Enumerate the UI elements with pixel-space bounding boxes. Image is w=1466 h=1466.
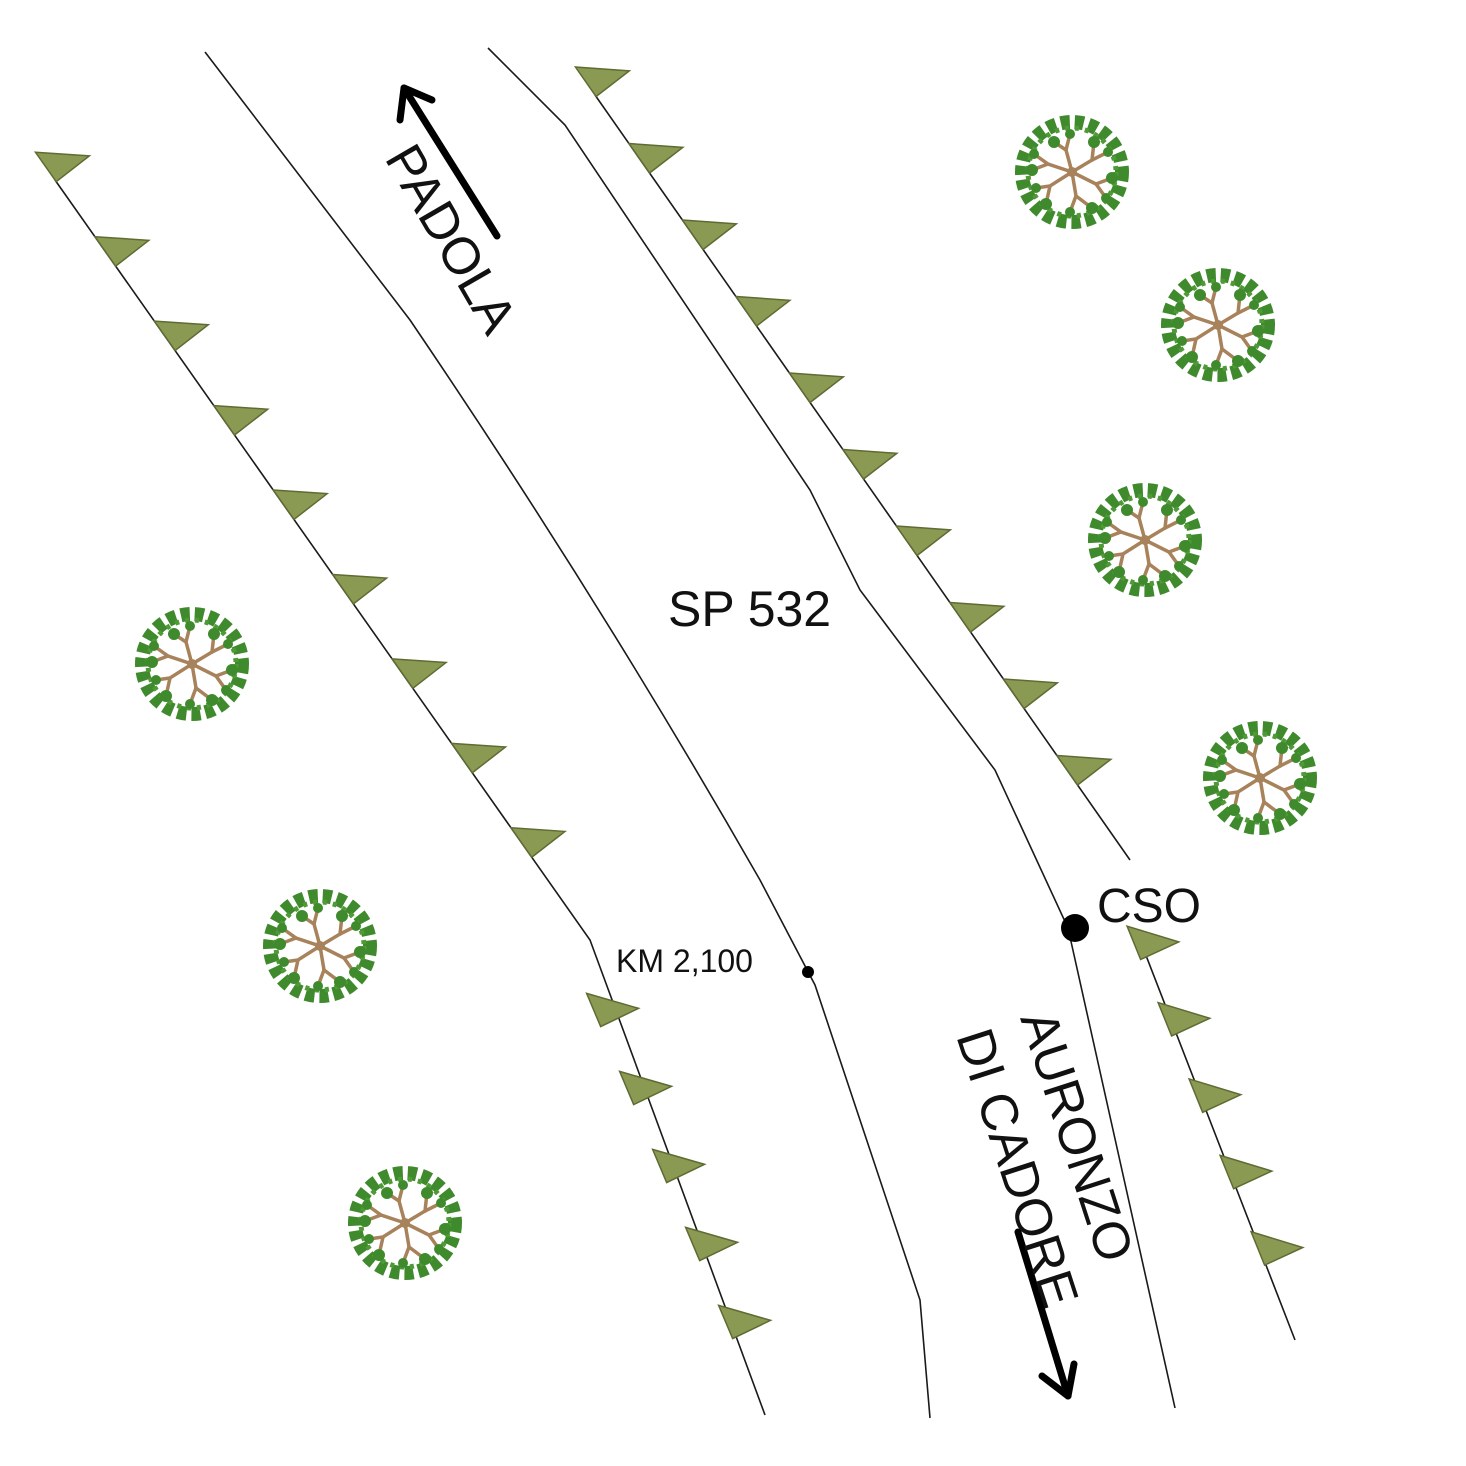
point-marker-label: CSO — [1097, 880, 1201, 933]
embankment-triangle-icon — [33, 151, 92, 183]
embankment-triangle-icon — [894, 525, 953, 557]
embankment-triangle-icon — [948, 601, 1006, 634]
embankment-triangle-icon — [717, 1304, 773, 1340]
left-embankment-line — [54, 179, 766, 1416]
embankment-triangle-icon — [627, 142, 685, 175]
direction-arrow-icon — [1014, 1228, 1078, 1400]
embankment-triangle-icon — [573, 66, 632, 98]
embankment-triangle-icon — [331, 573, 389, 605]
tree-symbol-icon — [355, 1173, 455, 1273]
road-left-edge — [204, 51, 931, 1419]
embankment-triangle-icon — [680, 219, 739, 251]
embankment-triangle-icon — [271, 489, 330, 521]
embankment-triangle-icon — [93, 235, 151, 268]
left-embankment-triangles — [33, 151, 567, 859]
embankment-triangle-icon — [841, 448, 899, 481]
tree-symbol-icon — [1022, 122, 1122, 222]
embankment-triangle-icon — [684, 1226, 740, 1262]
tree-symbol-icon — [270, 896, 370, 996]
tree-symbol-icon — [1210, 728, 1310, 828]
embankment-triangle-icon — [1125, 924, 1181, 961]
embankment-triangle-icon — [509, 826, 567, 859]
embankment-triangle-icon — [1055, 754, 1113, 787]
embankment-triangle-icon — [1218, 1154, 1274, 1190]
direction-arrow-icon — [396, 84, 501, 240]
embankment-triangle-icon — [390, 658, 449, 690]
embankment-triangle-icon — [651, 1148, 707, 1184]
embankment-triangle-icon — [1156, 1001, 1212, 1037]
embankment-triangle-icon — [618, 1070, 674, 1106]
embankment-triangle-icon — [1187, 1077, 1243, 1114]
left-embankment-triangles-lower — [585, 992, 773, 1340]
right-embankment-line-lower — [1139, 939, 1296, 1341]
tree-symbol-icon — [1095, 490, 1195, 590]
tree-symbol-icon — [1168, 275, 1268, 375]
embankment-triangle-icon — [152, 320, 211, 352]
tree-symbol-icon — [142, 614, 242, 714]
embankment-triangle-icon — [1001, 678, 1060, 710]
embankment-triangle-icon — [1249, 1230, 1305, 1267]
survey-point-icon — [1061, 914, 1089, 942]
embankment-triangle-icon — [585, 992, 641, 1028]
embankment-triangle-icon — [734, 295, 792, 328]
embankment-triangle-icon — [212, 404, 270, 437]
right-embankment-triangles-lower — [1125, 924, 1305, 1267]
embankment-triangle-icon — [450, 742, 508, 774]
road-name-label: SP 532 — [668, 581, 831, 637]
embankment-triangle-icon — [787, 372, 846, 404]
kilometer-point-icon — [802, 966, 814, 978]
kilometer-marker-label: KM 2,100 — [616, 943, 753, 979]
right-embankment-triangles — [573, 66, 1113, 787]
